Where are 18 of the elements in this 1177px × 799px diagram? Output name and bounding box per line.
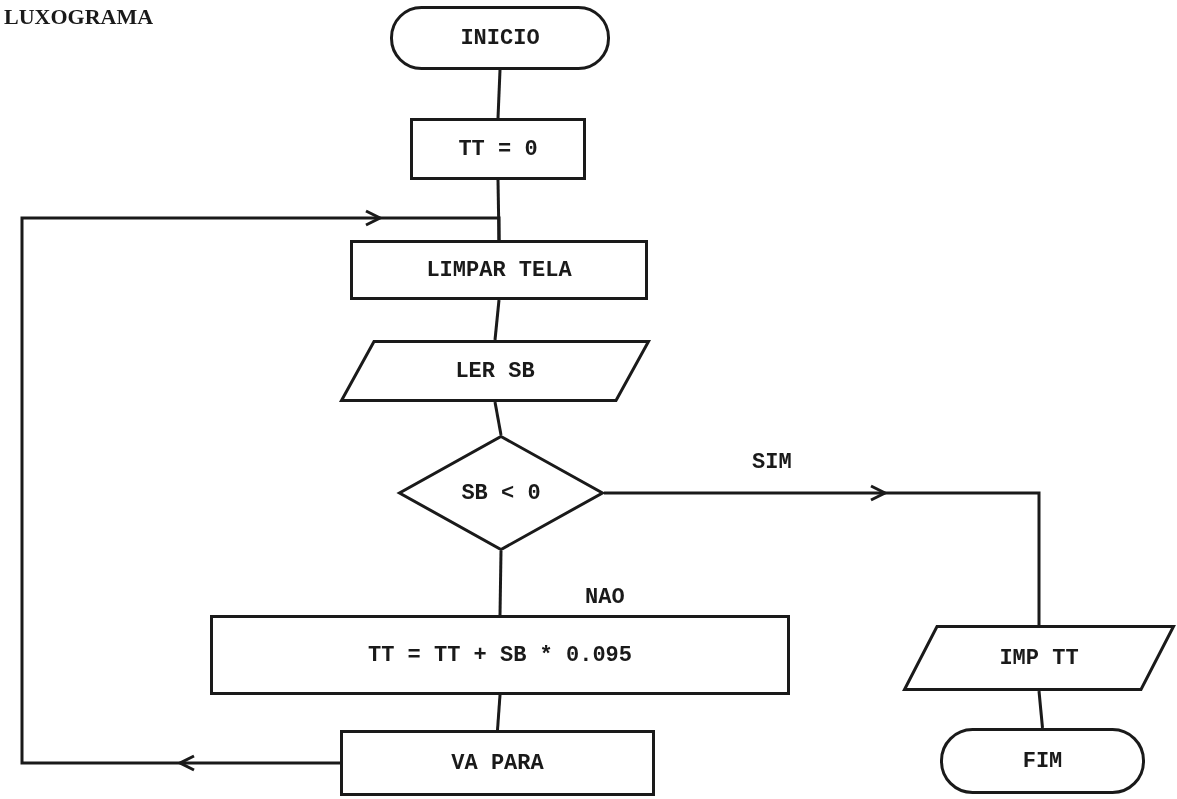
output-parallelogram xyxy=(903,625,1175,691)
diagram-title: LUXOGRAMA xyxy=(4,4,154,30)
node-label: LIMPAR TELA xyxy=(426,257,572,283)
node-label: FIM xyxy=(1022,748,1063,774)
node-label: TT = 0 xyxy=(458,136,538,162)
node-label: VA PARA xyxy=(451,750,544,776)
node-label: INICIO xyxy=(460,25,540,51)
process-box xyxy=(340,730,655,796)
start-terminal xyxy=(390,6,610,70)
process-box xyxy=(350,240,648,300)
node-label: LER SB xyxy=(455,358,535,384)
process-box xyxy=(210,615,790,695)
decision-diamond xyxy=(398,435,604,551)
node-label: IMP TT xyxy=(999,645,1079,671)
node-label: TT = TT + SB * 0.095 xyxy=(367,642,632,668)
input-parallelogram xyxy=(340,340,650,402)
process-box xyxy=(410,118,586,180)
node-label: SB < 0 xyxy=(461,480,541,506)
